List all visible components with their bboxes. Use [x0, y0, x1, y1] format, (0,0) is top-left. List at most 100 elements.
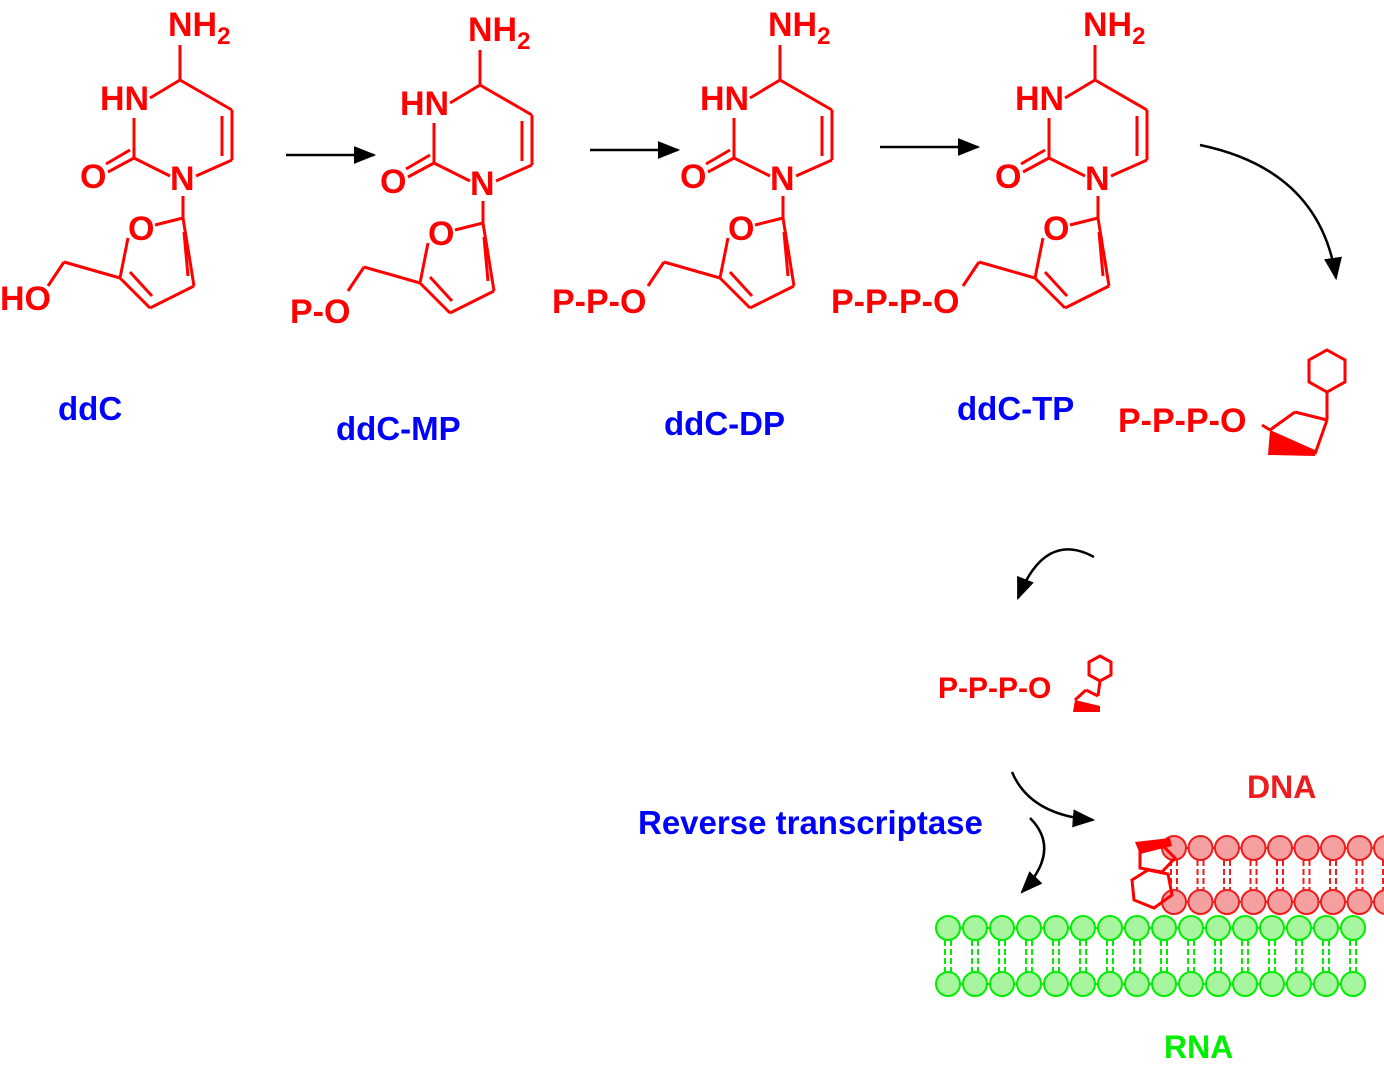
- compound-ddc-mp: NH2 HN O N O P-O ddC-MP: [290, 11, 534, 447]
- arrow-curve-return: [1016, 548, 1095, 601]
- rna-nucleotide-top: [1097, 915, 1123, 941]
- rna-nucleotide-bottom: [1259, 971, 1285, 997]
- dna-nucleotide-top: [1320, 835, 1346, 861]
- sugar-wedge-small: [1073, 700, 1100, 712]
- rna-nucleotide-top: [1016, 915, 1042, 941]
- rna-nucleotide-top: [935, 915, 961, 941]
- dna-nucleotide-bottom: [1320, 889, 1346, 915]
- rna-nucleotide-bottom: [1178, 971, 1204, 997]
- rna-nucleotide-top: [1259, 915, 1285, 941]
- rna-strand: [935, 915, 1366, 997]
- rna-nucleotide-bottom: [1232, 971, 1258, 997]
- simplified-ddc-tp-small: P-P-P-O: [938, 654, 1113, 712]
- simplified-ddc-tp-large: P-P-P-O: [1118, 348, 1347, 456]
- triphosphate-label: P-P-P-O: [1118, 402, 1246, 440]
- n-label: N: [1085, 160, 1110, 198]
- n-label: N: [770, 160, 795, 198]
- rna-nucleotide-top: [962, 915, 988, 941]
- rna-nucleotide-top: [1070, 915, 1096, 941]
- n-label: N: [170, 160, 195, 198]
- rna-nucleotide-top: [989, 915, 1015, 941]
- carbonyl-o-label: O: [680, 158, 706, 196]
- nh2-label: NH2: [1083, 6, 1145, 50]
- carbonyl-o-label: O: [380, 163, 406, 201]
- rna-nucleotide-top: [1313, 915, 1339, 941]
- nh2-label: NH2: [768, 6, 830, 50]
- arrow-curve-to-simplified: [1199, 143, 1342, 281]
- compound-name-ddc-dp: ddC-DP: [664, 405, 785, 442]
- incorporated-ddc: [1130, 838, 1178, 910]
- sugar-wedge: [1268, 430, 1315, 456]
- step-arrows: [286, 138, 1342, 894]
- dna-nucleotide-bottom: [1187, 889, 1214, 915]
- furan-o-label: O: [428, 215, 454, 253]
- rna-nucleotide-bottom: [935, 971, 961, 997]
- rna-nucleotide-bottom: [1124, 971, 1150, 997]
- rna-nucleotide-bottom: [989, 971, 1015, 997]
- rna-nucleotide-bottom: [1043, 971, 1069, 997]
- dna-nucleotide-bottom: [1161, 889, 1187, 915]
- prefix-label: P-P-O: [552, 283, 646, 321]
- carbonyl-o-label: O: [995, 158, 1021, 196]
- base-hexagon-small: [1087, 654, 1113, 683]
- arrow-curve-to-rna: [1020, 817, 1046, 894]
- hn-label: HN: [100, 80, 149, 118]
- rna-nucleotide-bottom: [1313, 971, 1339, 997]
- dna-strand: [1161, 835, 1384, 915]
- rna-nucleotide-bottom: [1070, 971, 1096, 997]
- dna-nucleotide-top: [1240, 835, 1267, 861]
- dna-nucleotide-bottom: [1214, 889, 1240, 915]
- rna-nucleotide-bottom: [1016, 971, 1042, 997]
- dna-label: DNA: [1247, 769, 1316, 805]
- compound-name-ddc-tp: ddC-TP: [957, 390, 1074, 427]
- dna-nucleotide-top: [1214, 835, 1240, 861]
- triphosphate-label-small: P-P-P-O: [938, 672, 1051, 705]
- prefix-label: P-P-P-O: [831, 283, 959, 321]
- rna-nucleotide-bottom: [1340, 971, 1366, 997]
- hn-label: HN: [700, 80, 749, 118]
- arrow-curve-to-dna: [1010, 771, 1096, 828]
- enzyme-label: Reverse transcriptase: [638, 804, 983, 841]
- rna-nucleotide-top: [1124, 915, 1150, 941]
- rna-nucleotide-bottom: [962, 971, 988, 997]
- dna-nucleotide-top: [1187, 835, 1214, 861]
- nh2-label: NH2: [168, 6, 230, 50]
- hn-label: HN: [1015, 80, 1064, 118]
- rna-nucleotide-top: [1232, 915, 1258, 941]
- rna-nucleotide-top: [1178, 915, 1204, 941]
- dna-nucleotide-bottom: [1240, 889, 1267, 915]
- compound-name-ddc: ddC: [58, 390, 122, 427]
- prefix-label: HO: [0, 280, 51, 318]
- carbonyl-o-label: O: [80, 158, 106, 196]
- rna-nucleotide-top: [1043, 915, 1069, 941]
- rna-nucleotide-bottom: [1205, 971, 1231, 997]
- furan-ring: [46, 216, 196, 310]
- prefix-label: P-O: [290, 293, 350, 331]
- furan-o-label: O: [128, 210, 154, 248]
- rna-nucleotide-top: [1340, 915, 1366, 941]
- hn-label: HN: [400, 85, 449, 123]
- rna-nucleotide-top: [1205, 915, 1231, 941]
- compound-name-ddc-mp: ddC-MP: [336, 410, 461, 447]
- rna-nucleotide-top: [1286, 915, 1312, 941]
- n-label: N: [470, 165, 495, 203]
- rna-nucleotide-bottom: [1097, 971, 1123, 997]
- rna-label: RNA: [1164, 1029, 1233, 1065]
- pyrimidine-ring: [105, 45, 234, 218]
- rna-nucleotide-bottom: [1151, 971, 1177, 997]
- dna-nucleotide-top: [1293, 835, 1320, 861]
- compound-ddc-dp: NH2 HN O N O P-P-O ddC-DP: [552, 6, 834, 442]
- dna-nucleotide-top: [1346, 835, 1373, 861]
- furan-o-label: O: [1043, 210, 1069, 248]
- furan-o-label: O: [728, 210, 754, 248]
- rna-nucleotide-bottom: [1286, 971, 1312, 997]
- dna-nucleotide-bottom: [1346, 889, 1373, 915]
- dna-nucleotide-bottom: [1267, 889, 1293, 915]
- rna-nucleotide-top: [1151, 915, 1177, 941]
- dna-nucleotide-top: [1267, 835, 1293, 861]
- nh2-label: NH2: [468, 11, 530, 55]
- compound-ddc-tp: NH2 HN O N O P-P-P-O ddC-TP: [831, 6, 1149, 427]
- base-hexagon: [1307, 348, 1347, 394]
